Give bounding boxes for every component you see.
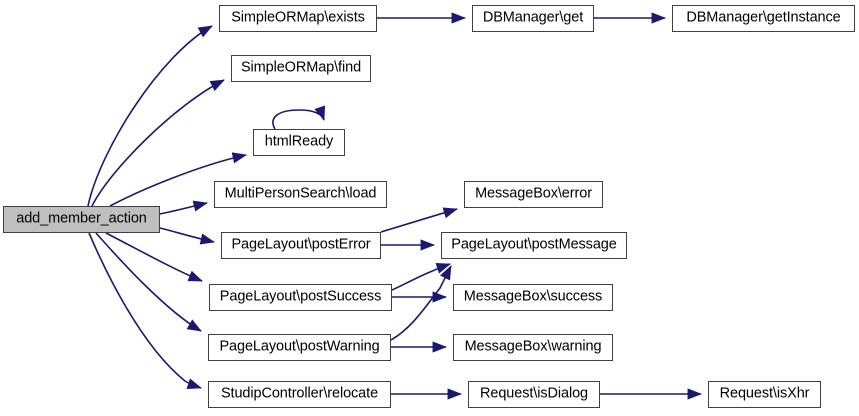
graph-edge-add_member_action-to-PageLayout_postError xyxy=(159,227,215,245)
graph-node-label: Request\isDialog xyxy=(479,385,588,402)
graph-edge-PageLayout_postWarning-to-PageLayout_postMessage xyxy=(390,265,452,341)
graph-edge-add_member_action-to-PageLayout_postSuccess xyxy=(105,232,203,282)
graph-node-PageLayout_postSuccess[interactable]: PageLayout\postSuccess xyxy=(209,284,392,311)
graph-node-label: MessageBox\warning xyxy=(464,338,602,355)
graph-node-Request_isDialog[interactable]: Request\isDialog xyxy=(468,381,600,408)
graph-edge-PageLayout_postSuccess-to-PageLayout_postMessage xyxy=(391,262,451,291)
graph-node-htmlReady[interactable]: htmlReady xyxy=(253,129,345,156)
graph-node-label: PageLayout\postSuccess xyxy=(219,288,382,305)
graph-node-label: htmlReady xyxy=(264,133,334,150)
graph-node-StudipController_relocate[interactable]: StudipController\relocate xyxy=(208,381,391,408)
graph-node-SimpleORMap_find[interactable]: SimpleORMap\find xyxy=(231,55,371,82)
graph-node-MessageBox_error[interactable]: MessageBox\error xyxy=(464,181,603,208)
graph-node-SimpleORMap_exists[interactable]: SimpleORMap\exists xyxy=(219,5,377,32)
graph-node-label: DBManager\get xyxy=(482,9,584,26)
graph-node-label: SimpleORMap\find xyxy=(240,59,362,76)
graph-node-label: MultiPersonSearch\load xyxy=(224,185,377,202)
graph-node-label: SimpleORMap\exists xyxy=(231,9,365,26)
graph-edge-add_member_action-to-SimpleORMap_exists xyxy=(87,25,213,207)
graph-edge-add_member_action-to-PageLayout_postWarning xyxy=(95,232,202,332)
graph-edge-htmlReady-to-htmlReady xyxy=(272,105,326,130)
graph-node-add_member_action[interactable]: add_member_action xyxy=(3,206,160,233)
graph-node-PageLayout_postMessage[interactable]: PageLayout\postMessage xyxy=(441,232,627,259)
graph-node-label: StudipController\relocate xyxy=(220,385,379,402)
graph-edge-add_member_action-to-MultiPersonSearch_load xyxy=(159,200,208,215)
graph-node-label: MessageBox\success xyxy=(463,288,603,305)
graph-node-PageLayout_postError[interactable]: PageLayout\postError xyxy=(221,232,381,259)
graph-node-label: add_member_action xyxy=(16,210,147,227)
graph-node-MultiPersonSearch_load[interactable]: MultiPersonSearch\load xyxy=(214,181,387,208)
graph-edge-PageLayout_postError-to-MessageBox_error xyxy=(380,207,458,233)
graph-edge-add_member_action-to-SimpleORMap_find xyxy=(91,79,225,207)
graph-node-label: PageLayout\postMessage xyxy=(451,236,617,253)
graph-node-DBManager_get[interactable]: DBManager\get xyxy=(472,5,594,32)
graph-node-label: DBManager\getInstance xyxy=(686,9,841,26)
graph-node-label: PageLayout\postError xyxy=(231,236,371,253)
graph-node-label: PageLayout\postWarning xyxy=(219,338,380,355)
graph-node-Request_isXhr[interactable]: Request\isXhr xyxy=(708,381,821,408)
graph-node-PageLayout_postWarning[interactable]: PageLayout\postWarning xyxy=(208,334,391,361)
graph-edge-add_member_action-to-StudipController_relocate xyxy=(88,232,201,388)
graph-node-MessageBox_warning[interactable]: MessageBox\warning xyxy=(453,334,613,361)
graph-node-DBManager_getInstance[interactable]: DBManager\getInstance xyxy=(672,5,855,32)
graph-node-label: MessageBox\error xyxy=(475,185,592,202)
graph-node-MessageBox_success[interactable]: MessageBox\success xyxy=(453,284,613,311)
graph-node-label: Request\isXhr xyxy=(719,385,810,402)
